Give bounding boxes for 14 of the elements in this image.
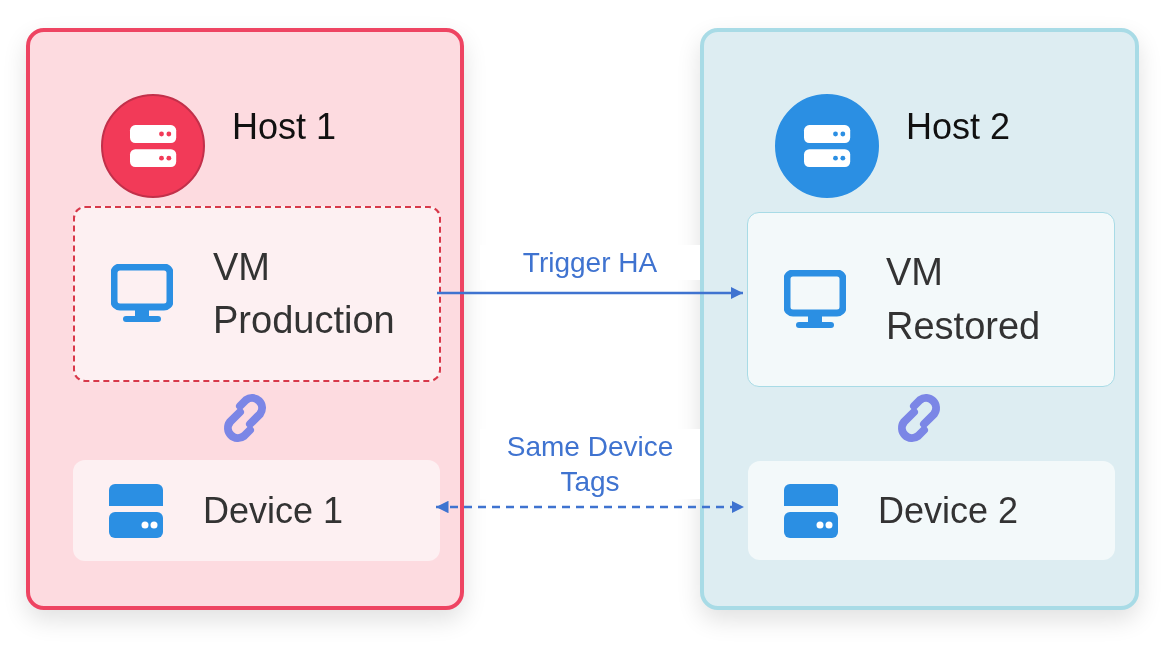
device-box <box>73 460 440 561</box>
device-label: Device 1 <box>203 488 344 533</box>
vm-label: VM Production <box>213 244 396 343</box>
host-title: Host 1 <box>232 105 337 149</box>
host-panel <box>700 28 1139 610</box>
vm-box <box>73 206 441 382</box>
host-title: Host 2 <box>906 105 1011 149</box>
device-box <box>748 461 1115 560</box>
vm-box <box>747 212 1115 387</box>
host-panel <box>26 28 464 610</box>
arrow <box>436 500 744 514</box>
arrow <box>437 286 743 300</box>
vm-label: VM Restored <box>886 250 1042 349</box>
device-label: Device 2 <box>878 488 1019 533</box>
